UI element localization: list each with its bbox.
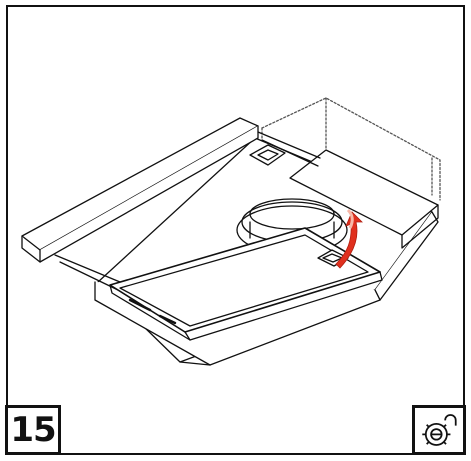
frame-border: [6, 5, 465, 455]
unlock-dial-icon: [422, 414, 457, 446]
open-arrow: [335, 208, 363, 269]
step-number-badge: 15: [5, 405, 61, 455]
rail-clip-left: [249, 144, 286, 166]
slide-rails: [21, 117, 321, 291]
unlock-dial-badge: [412, 405, 466, 455]
step-number: 15: [10, 410, 56, 450]
